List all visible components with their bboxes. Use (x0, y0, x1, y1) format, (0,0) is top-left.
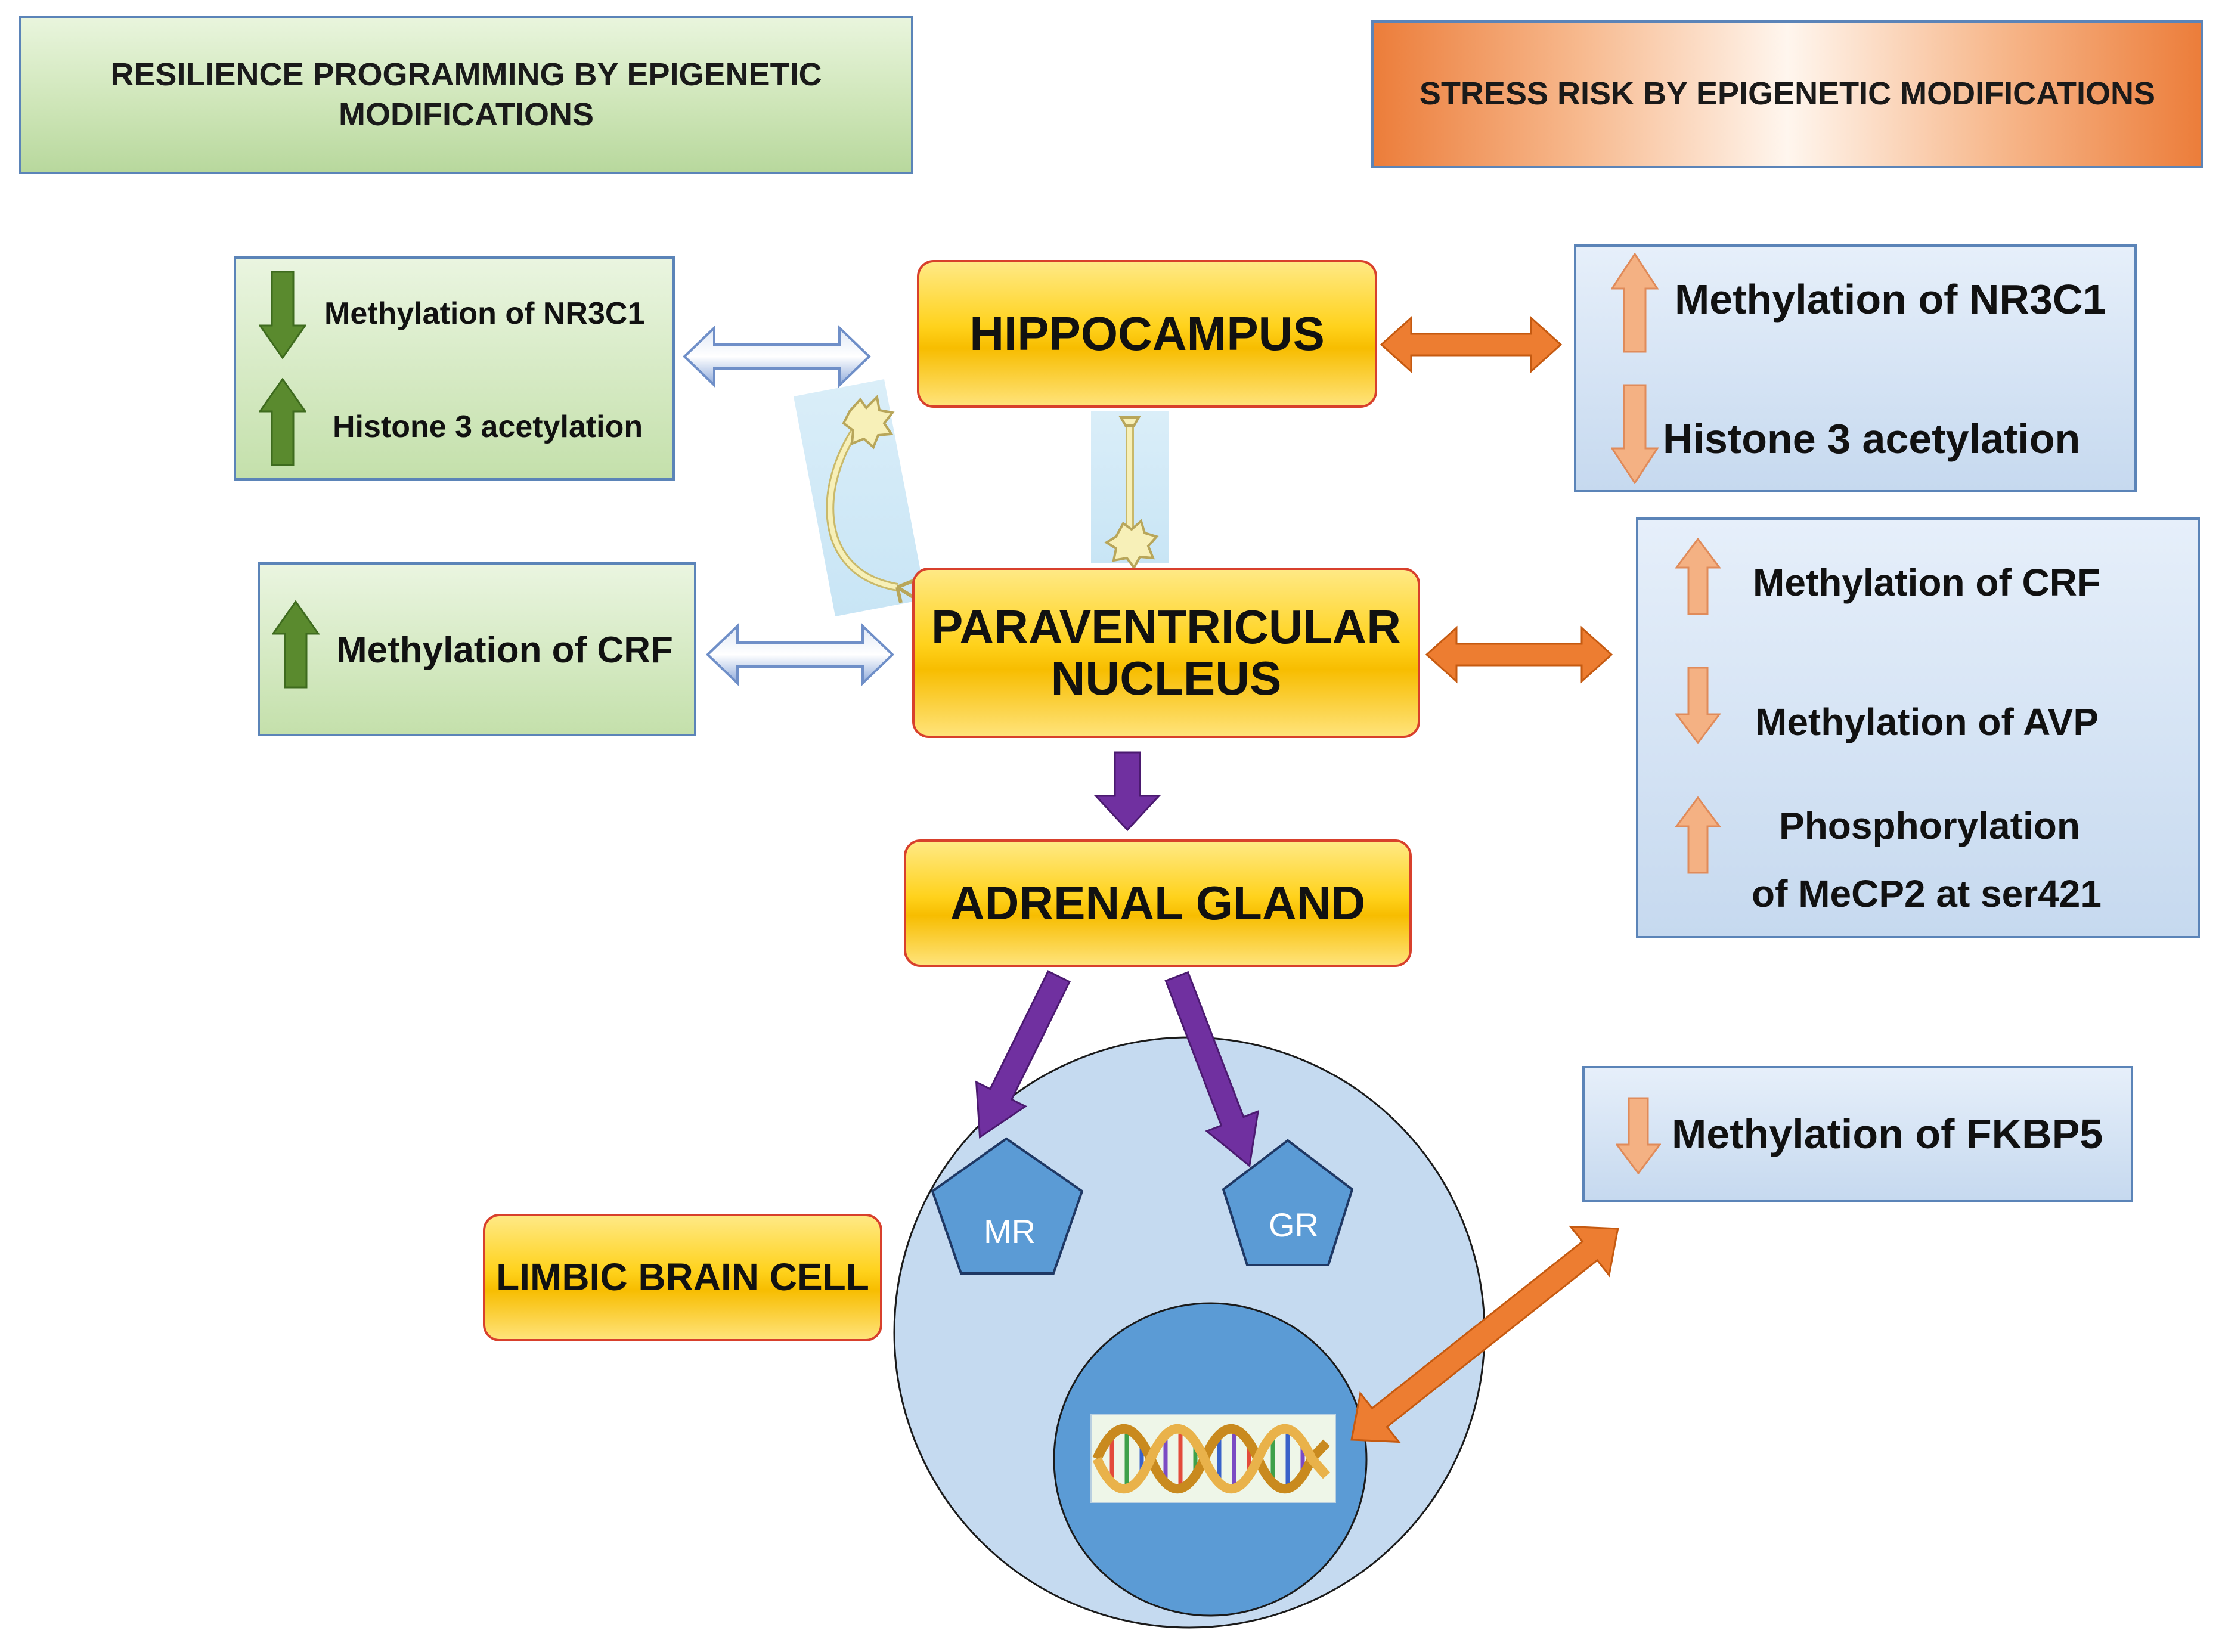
adrenal-to-gr-arrow (1164, 971, 1260, 1168)
stress-h3ac-label: Histone 3 acetylation (1663, 416, 2081, 462)
stress-header: STRESS RISK BY EPIGENETIC MODIFICATIONS (1371, 20, 2203, 168)
double-arrow-icon (706, 623, 894, 686)
double-arrow-icon (683, 325, 871, 388)
double-arrow-icon (1350, 1225, 1619, 1443)
mr-receptor (931, 1137, 1084, 1275)
resilience-nr3c1-label: Methylation of NR3C1 (324, 296, 645, 331)
resilience-header-text: RESILIENCE PROGRAMMING BY EPIGENETIC MOD… (110, 56, 822, 133)
adrenal-gland-label: ADRENAL GLAND (950, 876, 1366, 929)
up-arrow-icon (1611, 253, 1659, 353)
up-arrow-icon (259, 378, 306, 466)
stress-fkbp5-label: Methylation of FKBP5 (1672, 1111, 2103, 1157)
resilience-hippocampus-box: Methylation of NR3C1 Histone 3 acetylati… (234, 256, 675, 481)
down-arrow-icon (1616, 1097, 1661, 1174)
down-arrow-icon (259, 271, 306, 359)
gr-receptor (1222, 1139, 1354, 1266)
gr-label: GR (1269, 1206, 1319, 1244)
neuron-icon (794, 379, 926, 616)
stress-nr3c1-label: Methylation of NR3C1 (1675, 276, 2106, 323)
hippocampus-box: HIPPOCAMPUS (917, 260, 1377, 408)
pvn-box: PARAVENTRICULAR NUCLEUS (912, 568, 1420, 738)
pvn-label-line1: PARAVENTRICULAR (931, 600, 1402, 653)
stress-hippocampus-box: Methylation of NR3C1 Histone 3 acetylati… (1574, 244, 2137, 492)
mr-label: MR (984, 1213, 1036, 1250)
limbic-brain-cell-label: LIMBIC BRAIN CELL (496, 1256, 869, 1299)
limbic-brain-cell-box: LIMBIC BRAIN CELL (483, 1214, 882, 1341)
up-arrow-icon (272, 600, 320, 689)
hippocampus-label: HIPPOCAMPUS (969, 306, 1325, 360)
stress-header-text: STRESS RISK BY EPIGENETIC MODIFICATIONS (1419, 76, 2156, 112)
pvn-to-adrenal-arrow (1093, 751, 1161, 832)
stress-crf-label: Methylation of CRF (1753, 561, 2101, 604)
neuron-icon (1091, 411, 1169, 570)
dna-helix-icon (1090, 1414, 1336, 1503)
resilience-h3ac-label: Histone 3 acetylation (333, 410, 643, 444)
adrenal-to-mr-arrow (975, 970, 1071, 1139)
stress-fkbp5-box: Methylation of FKBP5 (1582, 1066, 2133, 1202)
resilience-header: RESILIENCE PROGRAMMING BY EPIGENETIC MOD… (19, 16, 913, 174)
stress-avp-label: Methylation of AVP (1755, 701, 2099, 743)
stress-mecp2-label-line2: of MeCP2 at ser421 (1752, 872, 2102, 915)
up-arrow-icon (1675, 538, 1721, 615)
up-arrow-icon (1675, 796, 1721, 874)
down-arrow-icon (1611, 384, 1659, 484)
double-arrow-icon (1380, 315, 1563, 374)
pvn-label-line2: NUCLEUS (1050, 652, 1282, 705)
resilience-crf-label: Methylation of CRF (336, 630, 673, 671)
resilience-pvn-box: Methylation of CRF (258, 562, 696, 736)
adrenal-gland-box: ADRENAL GLAND (904, 839, 1412, 967)
double-arrow-icon (1425, 625, 1613, 684)
stress-mecp2-label-line1: Phosphorylation (1779, 804, 2080, 847)
stress-pvn-box: Methylation of CRF Methylation of AVP Ph… (1636, 517, 2200, 938)
down-arrow-icon (1675, 667, 1721, 744)
